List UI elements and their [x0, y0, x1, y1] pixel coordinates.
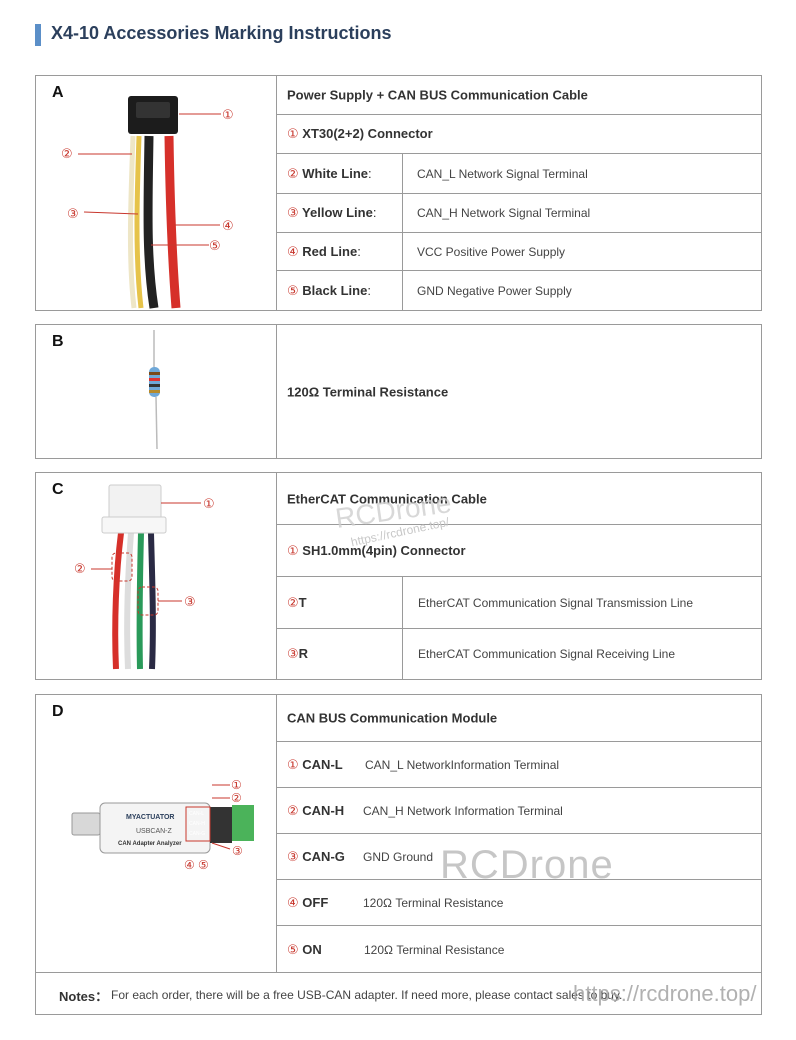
watermark-rcdrone: RCDrone — [440, 843, 614, 887]
device-brand: MYACTUATOR — [126, 814, 174, 821]
ethercat-cable-illustration: ① ② ③ — [74, 484, 215, 670]
section-letter: C — [52, 481, 64, 498]
connector-label: ① XT30(2+2) Connector — [287, 126, 433, 141]
device-model: USBCAN-Z — [136, 828, 173, 835]
row-value: 120Ω Terminal Resistance — [364, 942, 505, 957]
table-header-row: CAN BUS Communication Module — [276, 695, 761, 742]
row-value: CAN_L NetworkInformation Terminal — [365, 757, 560, 772]
table-row: ③R EtherCAT Communication Signal Receivi… — [276, 629, 761, 679]
svg-text:CAN-G: CAN-G — [189, 831, 205, 837]
section-b-table: 120Ω Terminal Resistance — [276, 325, 761, 458]
callout-2: ② — [74, 561, 86, 576]
section-header: EtherCAT Communication Cable — [287, 491, 487, 506]
table-row: ⑤ Black Line: GND Negative Power Supply — [276, 271, 761, 310]
table-row: 120Ω Terminal Resistance — [276, 325, 761, 458]
section-header: CAN BUS Communication Module — [287, 710, 498, 726]
resistance-label: 120Ω Terminal Resistance — [287, 384, 449, 399]
callout-2: ② — [231, 791, 242, 805]
callout-4: ④ — [222, 218, 234, 233]
table-row: ⑤ ON 120Ω Terminal Resistance — [287, 941, 505, 957]
section-letter: A — [52, 84, 64, 101]
row-value: EtherCAT Communication Signal Receiving … — [418, 647, 676, 661]
connector-row: ① XT30(2+2) Connector — [276, 115, 761, 154]
section-a-image: A ① ② ③ ④ ⑤ — [36, 76, 277, 310]
section-a-table: Power Supply + CAN BUS Communication Cab… — [276, 76, 761, 310]
section-d-image: D MYACTUATOR USBCAN-Z CAN Adapter Analyz… — [36, 695, 277, 972]
row-value: CAN_L Network Signal Terminal — [417, 166, 588, 181]
table-row: ② CAN-H CAN_H Network Information Termin… — [276, 788, 761, 834]
callout-3: ③ — [184, 594, 196, 609]
connector-label: ① SH1.0mm(4pin) Connector — [287, 542, 466, 558]
title-accent-bar — [35, 24, 41, 46]
callout-5: ⑤ — [198, 858, 209, 872]
section-header: Power Supply + CAN BUS Communication Cab… — [287, 87, 588, 103]
section-letter: D — [52, 703, 64, 720]
callout-4: ④ — [184, 858, 195, 872]
section-c-table: EtherCAT Communication Cable ① SH1.0mm(4… — [276, 473, 761, 679]
callout-1: ① — [231, 778, 242, 792]
table-row: ④ Red Line: VCC Positive Power Supply — [276, 233, 761, 271]
row-value: CAN_H Network Signal Terminal — [417, 206, 591, 220]
section-d: D MYACTUATOR USBCAN-Z CAN Adapter Analyz… — [35, 694, 762, 972]
table-row: ④ OFF 120Ω Terminal Resistance — [276, 880, 761, 926]
callout-2: ② — [61, 146, 73, 161]
callout-3: ③ — [232, 844, 243, 858]
section-letter: B — [52, 333, 64, 350]
section-c-image: C ① ② ③ — [36, 473, 277, 679]
row-value: GND Ground — [363, 849, 434, 864]
table-row: ③ CAN-G GND Ground — [276, 834, 761, 880]
table-row: ②T EtherCAT Communication Signal Transmi… — [276, 577, 761, 629]
svg-text:CAN-H: CAN-H — [189, 821, 205, 827]
row-value: GND Negative Power Supply — [417, 283, 572, 298]
row-value: EtherCAT Communication Signal Transmissi… — [418, 595, 694, 610]
table-row: ③ Yellow Line: CAN_H Network Signal Term… — [276, 194, 761, 233]
table-row: ① CAN-L CAN_L NetworkInformation Termina… — [276, 742, 761, 788]
table-row: ② White Line: CAN_L Network Signal Termi… — [276, 154, 761, 194]
notes-text: For each order, there will be a free USB… — [111, 988, 623, 1002]
section-b-image: B — [36, 325, 277, 458]
svg-text:CAN-L: CAN-L — [189, 811, 204, 817]
power-cable-illustration: ① ② ③ ④ ⑤ — [61, 96, 234, 309]
section-a: A ① ② ③ ④ ⑤ Power Supply + CAN BUS Commu… — [35, 75, 762, 311]
watermark-url: https://rcdrone.top/ — [573, 981, 757, 1006]
callout-3: ③ — [67, 206, 79, 221]
row-value: CAN_H Network Information Terminal — [363, 803, 563, 818]
table-header-row: EtherCAT Communication Cable — [276, 473, 761, 525]
section-d-table: CAN BUS Communication Module ① CAN-L CAN… — [276, 695, 761, 972]
table-header-row: Power Supply + CAN BUS Communication Cab… — [276, 76, 761, 115]
connector-row: ① SH1.0mm(4pin) Connector — [276, 525, 761, 577]
usb-can-module-illustration: MYACTUATOR USBCAN-Z CAN Adapter Analyzer… — [71, 778, 254, 872]
resistor-illustration — [149, 330, 160, 450]
section-b: B 120Ω Terminal Resistance — [35, 324, 762, 459]
page-title: X4-10 Accessories Marking Instructions — [51, 23, 392, 43]
callout-1: ① — [203, 496, 215, 511]
section-c: C ① ② ③ EtherCAT Communication Cable ① S… — [35, 472, 762, 680]
row-value: VCC Positive Power Supply — [417, 244, 566, 259]
notes-bar: Notes： For each order, there will be a f… — [35, 972, 762, 1015]
callout-1: ① — [222, 107, 234, 122]
device-caption: CAN Adapter Analyzer — [118, 841, 182, 847]
notes-label: Notes： — [59, 989, 109, 1004]
row-value: 120Ω Terminal Resistance — [363, 895, 504, 910]
callout-5: ⑤ — [209, 238, 221, 253]
